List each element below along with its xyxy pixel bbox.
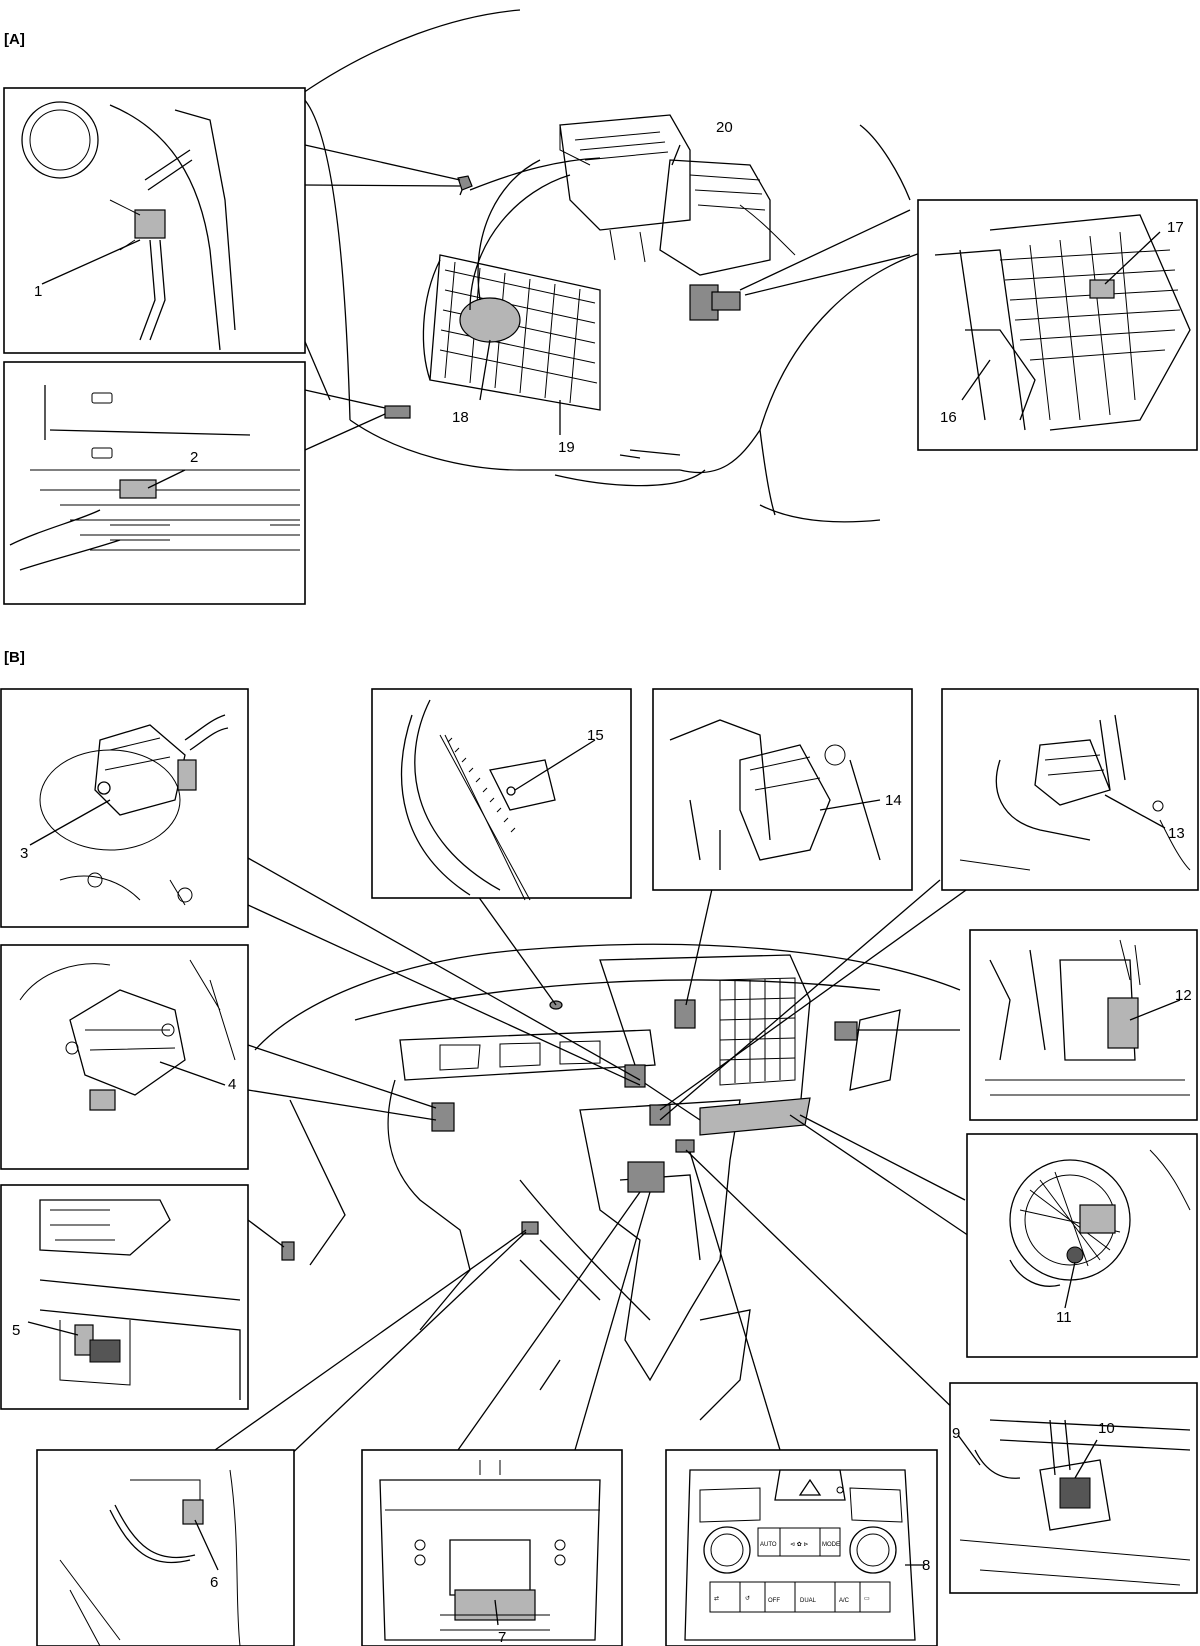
callout-3: 3	[20, 845, 28, 862]
fresh-air-icon[interactable]: ↺	[745, 1595, 750, 1602]
compressor	[459, 297, 521, 343]
callout-18: 18	[452, 409, 469, 426]
inset-pressure-sensor: 1	[3, 87, 306, 354]
callout-2: 2	[190, 449, 198, 466]
vehicle-front-outline	[299, 9, 1011, 523]
condenser	[384, 157, 601, 419]
callout-5: 5	[12, 1322, 20, 1339]
rear-defrost-icon[interactable]: ▭	[864, 1596, 870, 1602]
inset-actuator-3: 3	[0, 688, 249, 928]
inset-harness-6: 6	[36, 1449, 295, 1646]
mode-button[interactable]: MODE	[822, 1542, 840, 1548]
callout-11: 11	[1056, 1309, 1072, 1326]
callout-9: 9	[952, 1425, 960, 1442]
inset-ambient-sensor: 2	[3, 361, 306, 605]
marker-control-panel	[675, 1139, 695, 1153]
callout-15: 15	[587, 727, 604, 744]
callout-7: 7	[498, 1629, 506, 1646]
marker-actuator-14	[674, 999, 696, 1029]
marker-evaporator-sensor	[834, 1021, 858, 1041]
junction-box-marker	[711, 291, 741, 311]
callout-13: 13	[1168, 825, 1185, 842]
inset-sun-sensor-15: 15	[371, 688, 632, 901]
ambient-sensor-marker	[384, 405, 411, 419]
marker-actuator-13	[649, 1104, 671, 1126]
section-b-label: [B]	[4, 649, 25, 666]
callout-6: 6	[210, 1574, 218, 1591]
inset-power-transistor-10: 10 9	[949, 1382, 1198, 1594]
inset-actuator-4: 4	[0, 944, 249, 1170]
callout-20: 20	[716, 119, 733, 136]
auto-button[interactable]: AUTO	[760, 1542, 777, 1548]
inset-glovebox-5: 5	[0, 1184, 249, 1410]
callout-8: 8	[922, 1557, 930, 1574]
callout-19: 19	[558, 439, 575, 456]
marker-actuator-4	[431, 1102, 455, 1132]
marker-sun-load-5	[281, 1241, 295, 1261]
marker-control-module	[627, 1161, 665, 1193]
section-a-label: [A]	[4, 31, 25, 48]
callout-10: 10	[1098, 1420, 1115, 1437]
pressure-sensor-marker	[457, 175, 473, 191]
callout-4: 4	[228, 1076, 236, 1093]
marker-harness-6	[521, 1221, 539, 1235]
inset-control-panel-8: AUTO MODE ⊲ ✿ ⊳ OFF DUAL A/C ⇄ ↺ ▭ 8	[665, 1449, 938, 1646]
marker-actuator-3	[624, 1064, 646, 1088]
inset-blower-motor-11: 11	[966, 1133, 1198, 1358]
blower-duct	[699, 1097, 811, 1136]
callout-16: 16	[940, 409, 957, 426]
callout-17: 17	[1167, 219, 1184, 236]
callout-12: 12	[1175, 987, 1192, 1004]
dual-button[interactable]: DUAL	[800, 1598, 817, 1604]
recirc-icon[interactable]: ⇄	[714, 1595, 719, 1602]
inset-relay-block: 17 16	[917, 199, 1198, 451]
inset-control-module-12: 12	[969, 929, 1198, 1121]
inset-actuator-14: 14	[652, 688, 913, 891]
temp-knob-left[interactable]	[703, 1526, 751, 1574]
callout-14: 14	[885, 792, 902, 809]
inset-hvac-control-module-7: 7	[361, 1449, 623, 1646]
inset-actuator-13: 13	[941, 688, 1199, 891]
temp-knob-right[interactable]	[849, 1526, 897, 1574]
instrument-panel-assembly	[254, 943, 961, 1421]
ac-button[interactable]: A/C	[839, 1598, 850, 1604]
off-button[interactable]: OFF	[768, 1598, 780, 1604]
callout-1: 1	[34, 283, 42, 300]
fan-icon: ⊲ ✿ ⊳	[790, 1541, 808, 1548]
